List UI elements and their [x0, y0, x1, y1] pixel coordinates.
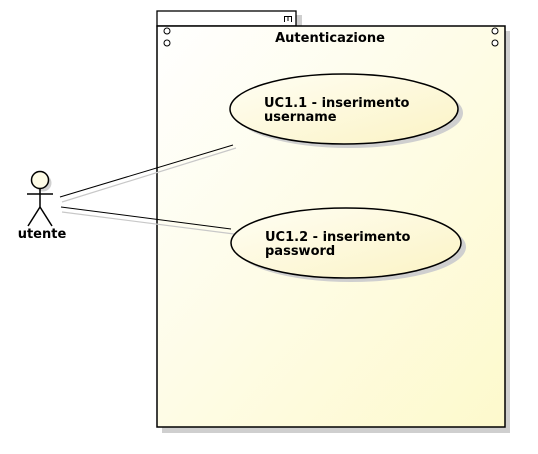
use-case-label-line1: UC1.2 - inserimento — [265, 230, 411, 245]
use-case-uc1-2[interactable]: UC1.2 - inserimento password — [230, 207, 466, 282]
use-case-label-line2: username — [264, 110, 337, 125]
use-case-ellipse — [229, 73, 459, 145]
package-title: Autenticazione — [275, 31, 385, 46]
actor-name: utente — [18, 227, 67, 242]
association-2[interactable] — [60, 206, 235, 235]
corner-circle-icon — [163, 39, 171, 47]
corner-circle-icon — [491, 39, 499, 47]
corner-circle-icon — [491, 27, 499, 35]
package-tab — [156, 10, 297, 27]
association-line — [59, 144, 234, 198]
package-icon — [284, 16, 292, 22]
association-1[interactable] — [59, 144, 237, 203]
association-shadow — [61, 211, 235, 235]
association-line — [60, 206, 232, 230]
use-case-label-line1: UC1.1 - inserimento — [264, 96, 410, 111]
use-case-label-line2: password — [265, 244, 335, 259]
corner-circle-icon — [163, 27, 171, 35]
use-case-ellipse — [230, 207, 462, 279]
actor-figure-icon — [27, 170, 53, 227]
actor-utente[interactable]: utente — [18, 170, 67, 243]
use-case-uc1-1[interactable]: UC1.1 - inserimento username — [229, 73, 463, 148]
association-shadow — [61, 147, 237, 203]
